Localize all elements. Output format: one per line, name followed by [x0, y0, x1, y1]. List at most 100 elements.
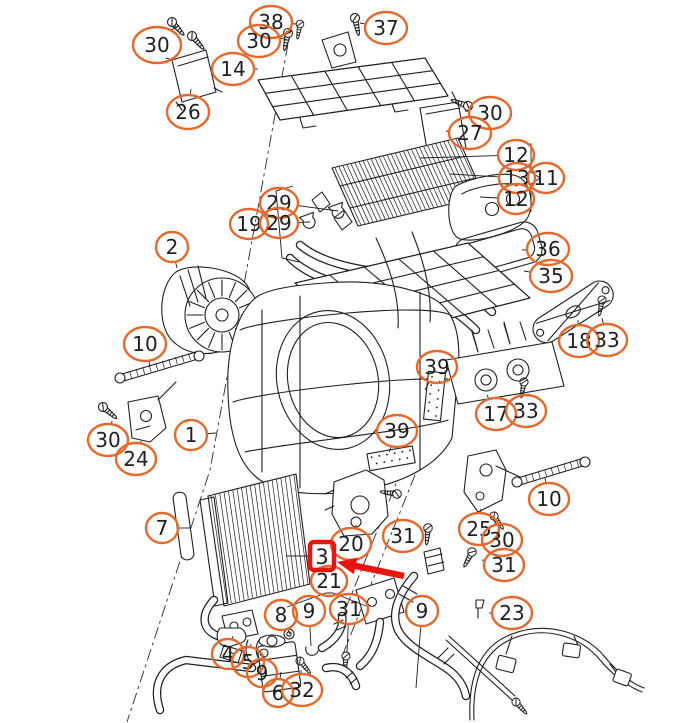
callout-circle	[291, 594, 327, 628]
callout-number: 10	[536, 487, 561, 511]
actuator-20	[324, 469, 403, 537]
callout-27: 27	[445, 115, 493, 151]
callout-circle	[496, 138, 536, 172]
callout-12: 12	[479, 182, 536, 216]
callout-circle	[363, 10, 409, 46]
callout-30: 30	[86, 420, 130, 458]
harness-grommet	[475, 599, 485, 619]
callout-19: 19	[228, 207, 270, 241]
callout-circle	[144, 511, 180, 545]
callout-circle	[328, 592, 370, 626]
callout-leader	[449, 173, 500, 178]
sensor-module-26	[165, 15, 223, 111]
callout-circle	[86, 422, 130, 458]
callout-33: 33	[585, 317, 629, 358]
callout-38: 38	[248, 4, 297, 40]
callout-30: 30	[236, 23, 286, 59]
callout-13: 13	[449, 161, 537, 195]
callout-leader	[297, 205, 339, 212]
callout-number: 32	[289, 678, 314, 702]
callout-number: 36	[535, 237, 560, 261]
callout-number: 35	[538, 264, 563, 288]
cover-plate-grid	[257, 57, 449, 121]
callout-number: 37	[373, 16, 398, 40]
valve-assembly	[216, 611, 361, 693]
bracket-25	[463, 449, 521, 533]
callout-leader	[424, 381, 430, 391]
callout-number: 19	[236, 212, 261, 236]
foam-pad-39-lower	[366, 445, 416, 472]
callout-number: 10	[132, 332, 157, 356]
callout-33: 33	[504, 391, 548, 429]
callout-circle	[228, 207, 270, 241]
callout-number: 21	[316, 569, 341, 593]
callout-number: 27	[457, 121, 482, 145]
callout-circle	[236, 23, 282, 59]
callout-circle	[381, 518, 425, 554]
callout-leader	[206, 432, 217, 435]
callout-leader	[415, 625, 422, 689]
highlighted-part-number: 3	[315, 545, 328, 569]
hose-clip-9	[305, 646, 319, 656]
callout-23: 23	[489, 595, 534, 631]
callout-32: 32	[280, 669, 324, 708]
callout-number: 31	[491, 553, 516, 577]
callout-9: 9	[245, 655, 279, 689]
callout-circle	[415, 349, 459, 385]
callout-31: 31	[481, 547, 526, 583]
callout-circle	[210, 637, 246, 671]
callout-number: 39	[384, 419, 409, 443]
highlight-box	[307, 539, 337, 573]
callout-21: 21	[309, 564, 349, 598]
callout-circle	[527, 481, 571, 517]
callout-number: 12	[503, 187, 528, 211]
callout-circle	[585, 322, 629, 358]
callout-leader	[346, 623, 349, 653]
callout-leader	[479, 196, 499, 199]
callout-8: 8	[263, 598, 299, 635]
callout-circle	[261, 677, 295, 709]
callout-36: 36	[521, 231, 571, 267]
highlight-arrow-shaft	[351, 561, 405, 580]
callout-11: 11	[526, 161, 566, 195]
callout-26: 26	[165, 88, 211, 131]
callout-circle	[525, 231, 571, 267]
callout-circle	[114, 441, 158, 477]
highlight-layer: 3	[286, 539, 405, 580]
callout-number: 1	[185, 423, 198, 447]
callout-circle	[474, 396, 518, 432]
cover-plate-14	[257, 12, 449, 129]
ribbed-cover-18	[532, 280, 614, 344]
callout-number: 23	[499, 601, 524, 625]
callout-12: 12	[419, 138, 536, 172]
callout-circle	[504, 393, 548, 429]
callout-31: 31	[328, 592, 370, 653]
callout-number: 9	[303, 599, 316, 623]
callout-number: 5	[242, 650, 255, 674]
callout-circle	[526, 161, 566, 195]
highlight-arrow-head	[337, 557, 358, 575]
callout-24: 24	[114, 440, 158, 477]
callout-number: 30	[144, 33, 169, 57]
callout-number: 9	[416, 599, 429, 623]
mounting-lever-24	[96, 381, 177, 443]
callout-circle	[154, 230, 190, 264]
heater-core-fins	[334, 138, 483, 226]
wiring-harness-23	[469, 599, 645, 721]
callout-number: 30	[95, 428, 120, 452]
callout-circle	[210, 51, 256, 87]
callout-number: 29	[266, 211, 291, 235]
callout-circle	[309, 564, 349, 598]
callout-number: 33	[594, 328, 619, 352]
callout-number: 33	[513, 399, 538, 423]
callout-number: 30	[477, 101, 502, 125]
evaporator-fins	[210, 474, 309, 605]
callout-number: 17	[483, 402, 508, 426]
callout-circle	[173, 418, 209, 452]
grouping-chevron-21	[286, 592, 367, 608]
callout-circle	[480, 522, 524, 558]
callout-circle	[404, 594, 440, 628]
callout-number: 8	[275, 603, 288, 627]
